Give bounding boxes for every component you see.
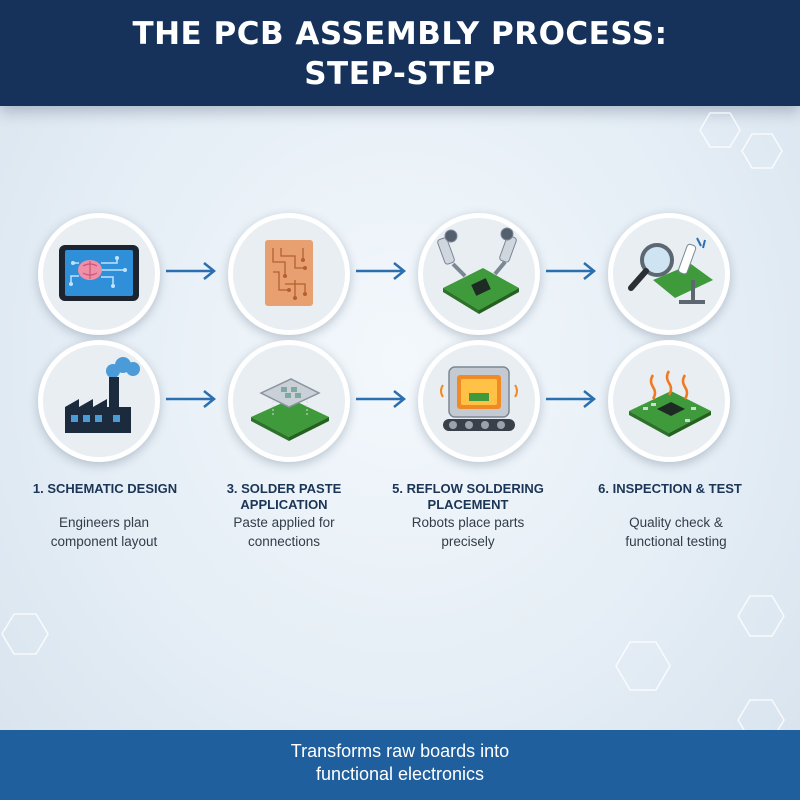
stencil-pcb-icon xyxy=(228,340,350,462)
magnifier-microscope-icon xyxy=(608,213,730,335)
arrow-right-icon xyxy=(166,390,217,408)
reflow-oven-icon xyxy=(418,340,540,462)
hot-pcb-icon xyxy=(608,340,730,462)
arrow-right-icon xyxy=(166,262,217,280)
arrow-right-icon xyxy=(546,262,597,280)
page-title: THE PCB ASSEMBLY PROCESS: STEP-STEP xyxy=(0,14,800,94)
hexagon-decoration xyxy=(1,613,49,655)
factory-icon xyxy=(38,340,160,462)
step-4-title: 6. INSPECTION & TEST xyxy=(598,481,742,496)
tablet-brain-circuit-icon xyxy=(38,213,160,335)
title-line-2: STEP-STEP xyxy=(304,56,496,92)
footer-text: Transforms raw boards into functional el… xyxy=(0,740,800,786)
title-line-1: THE PCB ASSEMBLY PROCESS: xyxy=(132,16,668,52)
footer-banner xyxy=(0,730,800,800)
arrow-right-icon xyxy=(356,262,407,280)
header-banner xyxy=(0,0,800,106)
step-4-description: Quality check &functional testing xyxy=(625,515,727,549)
robot-arms-pcb-icon xyxy=(418,213,540,335)
hexagon-decoration xyxy=(699,112,783,169)
step-1-title: 1. SCHEMATIC DESIGN xyxy=(32,481,178,496)
arrow-right-icon xyxy=(356,390,407,408)
arrow-right-icon xyxy=(546,390,597,408)
copper-pcb-icon xyxy=(228,213,350,335)
hexagon-decoration xyxy=(615,595,785,730)
footer-line-2: functional electronics xyxy=(315,764,485,784)
footer-line-1: Transforms raw boards into xyxy=(290,741,510,761)
